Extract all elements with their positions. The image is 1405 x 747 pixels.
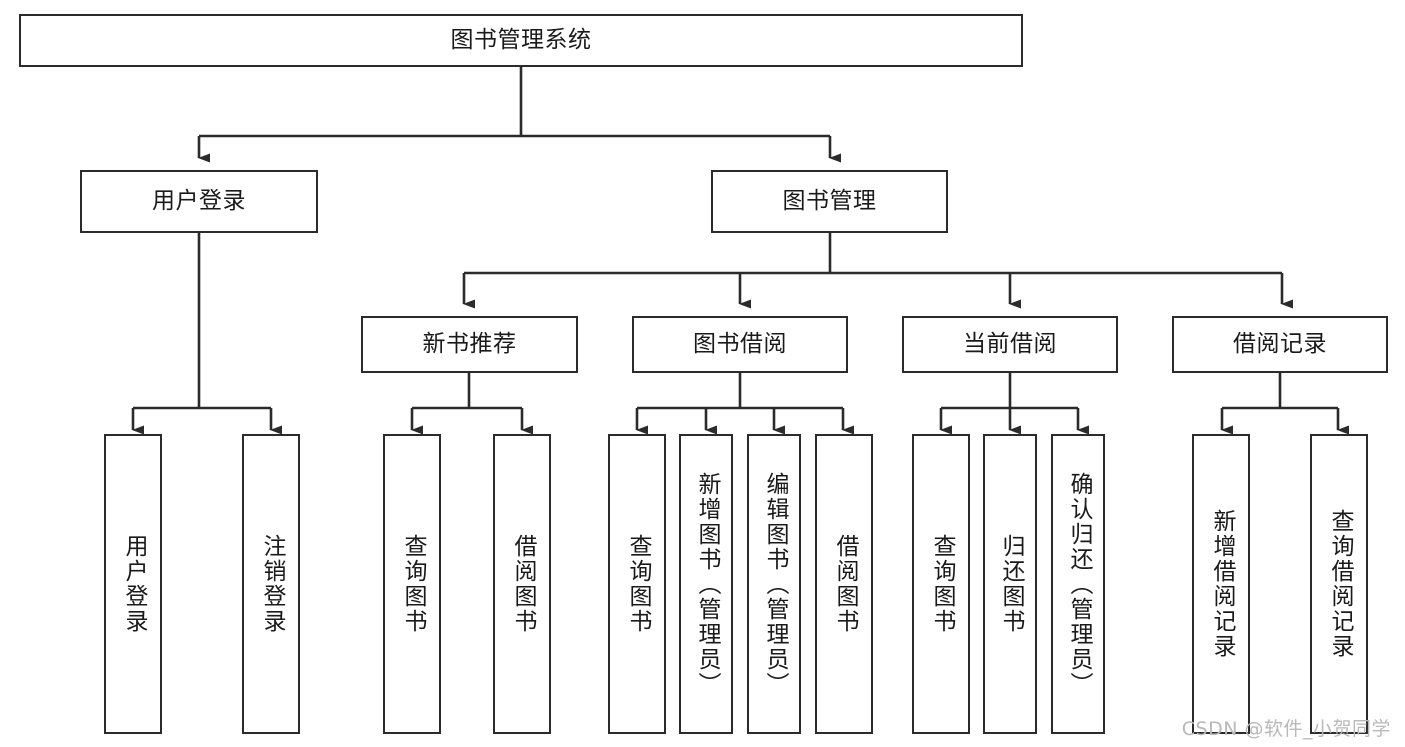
leaf-current-return-book[interactable]: 归还图书 — [983, 434, 1037, 734]
node-current-borrow[interactable]: 当前借阅 — [902, 316, 1118, 373]
leaf-user-login-signin-label: 用户登录 — [120, 534, 147, 634]
leaf-borrow-edit-book-label: 编辑图书（管理员） — [761, 471, 788, 697]
node-book-borrow-label: 图书借阅 — [693, 331, 787, 358]
watermark-text: CSDN @软件_小贺同学 — [1181, 718, 1391, 740]
leaf-current-confirm-return-label: 确认归还（管理员） — [1065, 471, 1092, 697]
leaf-record-add-record-label: 新增借阅记录 — [1208, 509, 1235, 659]
leaf-record-query-record[interactable]: 查询借阅记录 — [1310, 434, 1368, 734]
leaf-borrow-borrow-book-label: 借阅图书 — [831, 534, 858, 634]
leaf-user-login-signout[interactable]: 注销登录 — [242, 434, 300, 734]
leaf-record-add-record[interactable]: 新增借阅记录 — [1192, 434, 1250, 734]
node-book-borrow[interactable]: 图书借阅 — [632, 316, 848, 373]
node-new-book-recommend-label: 新书推荐 — [422, 331, 517, 358]
leaf-user-login-signout-label: 注销登录 — [258, 534, 285, 634]
leaf-current-query-book[interactable]: 查询图书 — [912, 434, 970, 734]
leaf-borrow-borrow-book[interactable]: 借阅图书 — [815, 434, 873, 734]
leaf-borrow-add-book[interactable]: 新增图书（管理员） — [679, 434, 733, 734]
node-new-book-recommend[interactable]: 新书推荐 — [361, 316, 578, 373]
leaf-borrow-add-book-label: 新增图书（管理员） — [693, 471, 720, 697]
leaf-borrow-query-book-label: 查询图书 — [624, 534, 651, 634]
leaf-current-confirm-return[interactable]: 确认归还（管理员） — [1051, 434, 1105, 734]
leaf-recommend-borrow-book-label: 借阅图书 — [509, 534, 536, 634]
node-borrow-record[interactable]: 借阅记录 — [1172, 316, 1388, 373]
node-user-login[interactable]: 用户登录 — [80, 170, 318, 233]
node-root[interactable]: 图书管理系统 — [19, 14, 1023, 67]
leaf-record-query-record-label: 查询借阅记录 — [1326, 509, 1353, 659]
node-root-label: 图书管理系统 — [450, 27, 592, 54]
leaf-recommend-query-book[interactable]: 查询图书 — [383, 434, 441, 734]
node-current-borrow-label: 当前借阅 — [963, 331, 1057, 358]
leaf-current-return-book-label: 归还图书 — [997, 534, 1024, 634]
leaf-recommend-borrow-book[interactable]: 借阅图书 — [493, 434, 551, 734]
node-borrow-record-label: 借阅记录 — [1233, 331, 1327, 358]
leaf-borrow-edit-book[interactable]: 编辑图书（管理员） — [747, 434, 801, 734]
node-book-management[interactable]: 图书管理 — [711, 170, 948, 233]
leaf-user-login-signin[interactable]: 用户登录 — [104, 434, 162, 734]
leaf-recommend-query-book-label: 查询图书 — [399, 534, 426, 634]
leaf-borrow-query-book[interactable]: 查询图书 — [608, 434, 666, 734]
node-book-management-label: 图书管理 — [782, 188, 877, 215]
leaf-current-query-book-label: 查询图书 — [928, 534, 955, 634]
node-user-login-label: 用户登录 — [152, 188, 246, 215]
